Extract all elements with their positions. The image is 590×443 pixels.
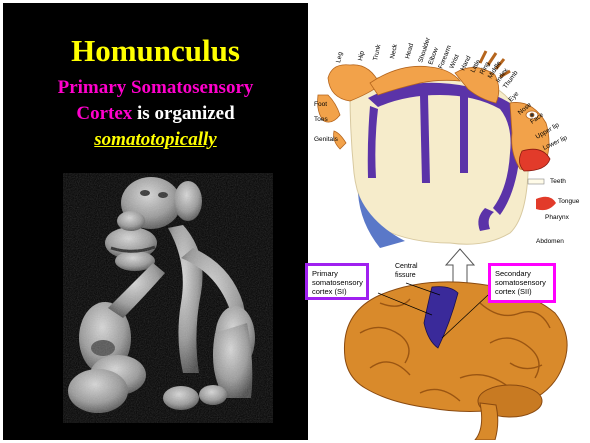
secondary-label-line2: somatosensory bbox=[495, 278, 549, 287]
label-toes: Toes bbox=[314, 116, 328, 123]
secondary-somatosensory-box: Secondary somatosensory cortex (SII) bbox=[488, 263, 556, 303]
label-trunk: Trunk bbox=[372, 43, 382, 61]
label-head: Head bbox=[404, 42, 415, 59]
somatosensory-diagram: Leg Hip Trunk Neck Head Shoulder Elbow F… bbox=[310, 3, 587, 440]
homunculus-teeth bbox=[528, 179, 544, 184]
label-hip: Hip bbox=[357, 50, 366, 61]
right-panel: Leg Hip Trunk Neck Head Shoulder Elbow F… bbox=[310, 3, 587, 440]
secondary-label-line1: Secondary bbox=[495, 269, 549, 278]
primary-somatosensory-box: Primary somatosensory cortex (SI) bbox=[305, 263, 369, 300]
homunculus-sculpture-image bbox=[3, 3, 308, 440]
label-teeth: Teeth bbox=[550, 178, 566, 185]
label-genitals: Genitals bbox=[314, 136, 339, 143]
homunculus-tongue bbox=[536, 197, 556, 210]
primary-label-line3: cortex (SI) bbox=[312, 287, 362, 296]
label-eye: Eye bbox=[507, 90, 520, 103]
secondary-label-line3: cortex (SII) bbox=[495, 287, 549, 296]
label-leg: Leg bbox=[335, 51, 344, 63]
label-wrist: Wrist bbox=[448, 53, 460, 69]
label-foot: Foot bbox=[314, 101, 327, 108]
label-neck: Neck bbox=[389, 43, 399, 60]
label-pharynx: Pharynx bbox=[545, 214, 570, 221]
brain-illustration bbox=[344, 282, 567, 440]
primary-label-line2: somatosensory bbox=[312, 278, 362, 287]
label-central-line1: Central bbox=[395, 263, 418, 270]
left-panel: Homunculus Primary Somatosensory Cortex … bbox=[3, 3, 308, 440]
primary-label-line1: Primary bbox=[312, 269, 362, 278]
label-central-line2: fissure bbox=[395, 272, 416, 279]
label-abdomen: Abdomen bbox=[536, 238, 564, 245]
label-tongue: Tongue bbox=[558, 198, 580, 205]
